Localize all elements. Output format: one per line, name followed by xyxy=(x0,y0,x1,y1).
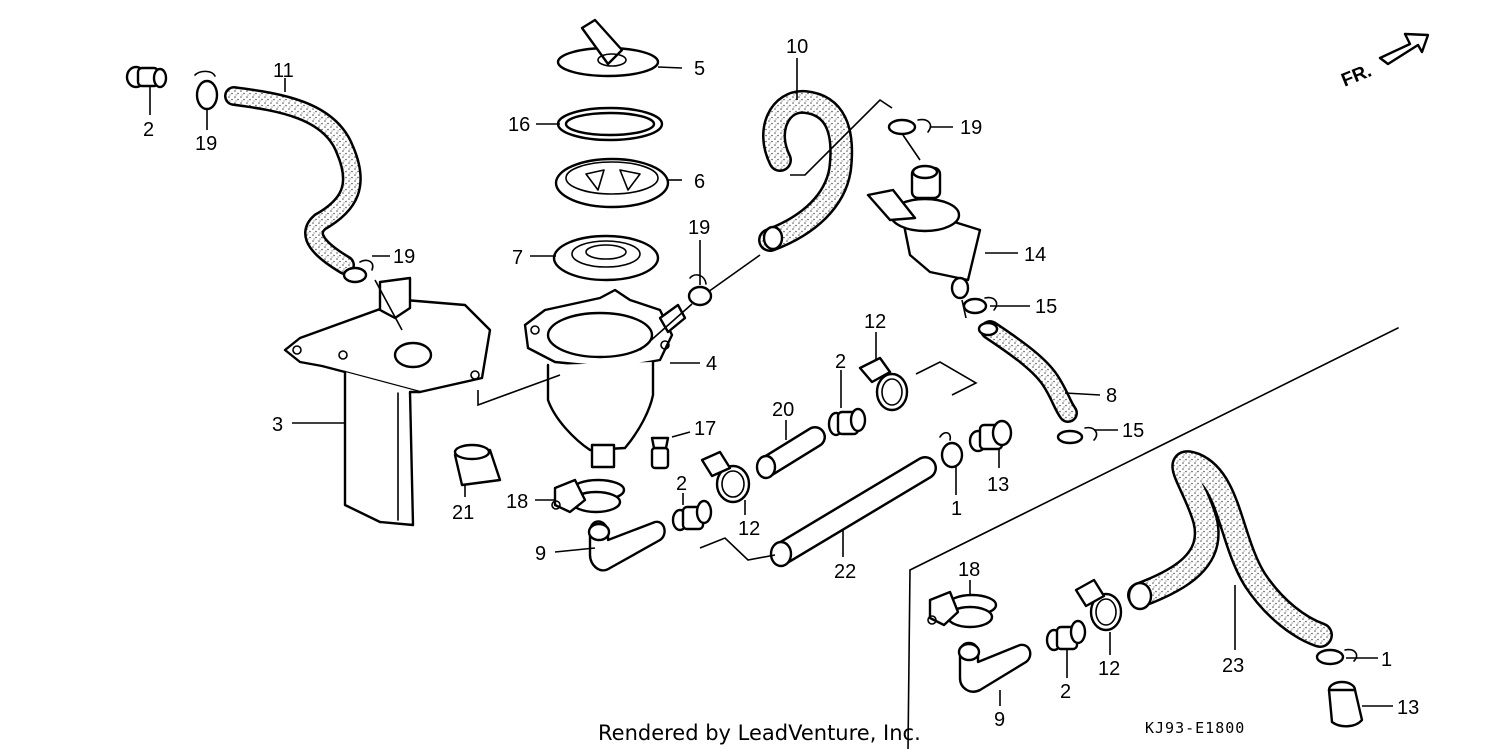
o-ring-16 xyxy=(556,106,664,142)
drawing-code: KJ93-E1800 xyxy=(1145,719,1245,737)
hose-clip-19-c xyxy=(687,274,713,307)
hose-joint-2-c xyxy=(671,499,713,532)
callout-2-joint: 2 xyxy=(835,351,846,373)
fuel-hose-23 xyxy=(1127,450,1333,648)
callout-16-o-ring: 16 xyxy=(508,114,530,136)
leader-lines xyxy=(149,58,1393,707)
hose-clip-1-a xyxy=(939,431,964,469)
fuel-hose-10 xyxy=(758,90,854,252)
callout-2-joint: 2 xyxy=(676,473,687,495)
hose-clamp-12-b xyxy=(700,450,751,504)
callout-18-clamp: 18 xyxy=(958,559,980,581)
callout-22-hose: 22 xyxy=(834,561,856,583)
rendered-by-credit: Rendered by LeadVenture, Inc. xyxy=(598,721,921,745)
callout-12-clamp: 12 xyxy=(864,311,886,333)
hose-joint-2-d xyxy=(1045,619,1087,652)
callout-6-screen: 6 xyxy=(694,171,705,193)
collar-21 xyxy=(453,443,502,487)
inset-frame xyxy=(907,327,1399,749)
callout-3-shield: 3 xyxy=(272,414,283,436)
clamp-18-a xyxy=(551,478,626,514)
hose-joint-2-b xyxy=(827,407,867,437)
heat-shield xyxy=(283,276,492,527)
hose-clamp-12-a xyxy=(858,356,909,412)
hose-clip-1-b xyxy=(1315,648,1358,666)
callout-1-clip: 1 xyxy=(1381,649,1392,671)
fuel-hose-11 xyxy=(224,86,362,275)
clamp-18-b xyxy=(927,590,998,629)
callout-19-clip: 19 xyxy=(195,133,217,155)
callout-11-hose: 11 xyxy=(273,60,294,82)
callout-7-cup: 7 xyxy=(512,247,523,269)
callout-20-hose: 20 xyxy=(772,399,794,421)
callout-2-joint: 2 xyxy=(143,119,154,141)
callout-18-clamp: 18 xyxy=(506,491,528,513)
callout-13-fitting: 13 xyxy=(1397,697,1419,719)
callout-17-screw: 17 xyxy=(694,418,716,440)
callout-13-fitting: 13 xyxy=(987,474,1009,496)
callout-9-elbow: 9 xyxy=(994,709,1005,731)
strainer-screen-6 xyxy=(554,157,670,209)
front-direction-label: FR. xyxy=(1338,61,1374,92)
callout-21-collar: 21 xyxy=(452,502,474,524)
callout-labels: 2 19 11 19 3 21 5 16 6 7 4 19 10 19 14 1… xyxy=(143,36,1419,731)
front-direction-arrow: FR. xyxy=(1338,32,1430,92)
callout-19-clip: 19 xyxy=(393,246,415,268)
hose-clip-19-a xyxy=(194,70,219,111)
fuel-hose-20 xyxy=(755,426,826,480)
fuel-strainer-body xyxy=(523,288,687,469)
fuel-hose-22 xyxy=(769,456,937,568)
callout-4-strainer: 4 xyxy=(706,353,717,375)
callout-12-clamp: 12 xyxy=(738,518,760,540)
fuel-hose-8 xyxy=(977,320,1078,423)
callout-2-joint: 2 xyxy=(1060,681,1071,703)
hose-clamp-12-c xyxy=(1074,578,1123,632)
callout-15-clip: 15 xyxy=(1122,420,1144,442)
callout-15-clip: 15 xyxy=(1035,296,1057,318)
fuel-cock-fitting-13-b xyxy=(1327,680,1364,728)
callout-19-clip: 19 xyxy=(688,217,710,239)
callout-1-clip: 1 xyxy=(951,498,962,520)
hose-joint-2-a xyxy=(125,65,168,89)
hose-clip-19-b xyxy=(342,259,374,284)
callout-10-hose: 10 xyxy=(786,36,808,58)
fuel-cock-fitting-13-a xyxy=(968,419,1013,453)
callout-19-clip: 19 xyxy=(960,117,982,139)
strainer-cap xyxy=(556,18,660,78)
callout-12-clamp: 12 xyxy=(1098,658,1120,680)
callout-5-cap: 5 xyxy=(694,58,705,80)
elbow-tube-9-a xyxy=(587,520,666,572)
strainer-cup-7 xyxy=(552,234,660,282)
hose-clip-19-d xyxy=(887,118,932,136)
callout-14-filter: 14 xyxy=(1024,244,1046,266)
hose-clip-15-b xyxy=(1056,426,1098,445)
callout-23-hose: 23 xyxy=(1222,655,1244,677)
callout-9-elbow: 9 xyxy=(535,543,546,565)
drain-screw-17 xyxy=(650,436,670,470)
callout-8-hose: 8 xyxy=(1106,385,1117,407)
fuel-filter xyxy=(866,164,982,300)
elbow-tube-9-b xyxy=(957,641,1032,693)
